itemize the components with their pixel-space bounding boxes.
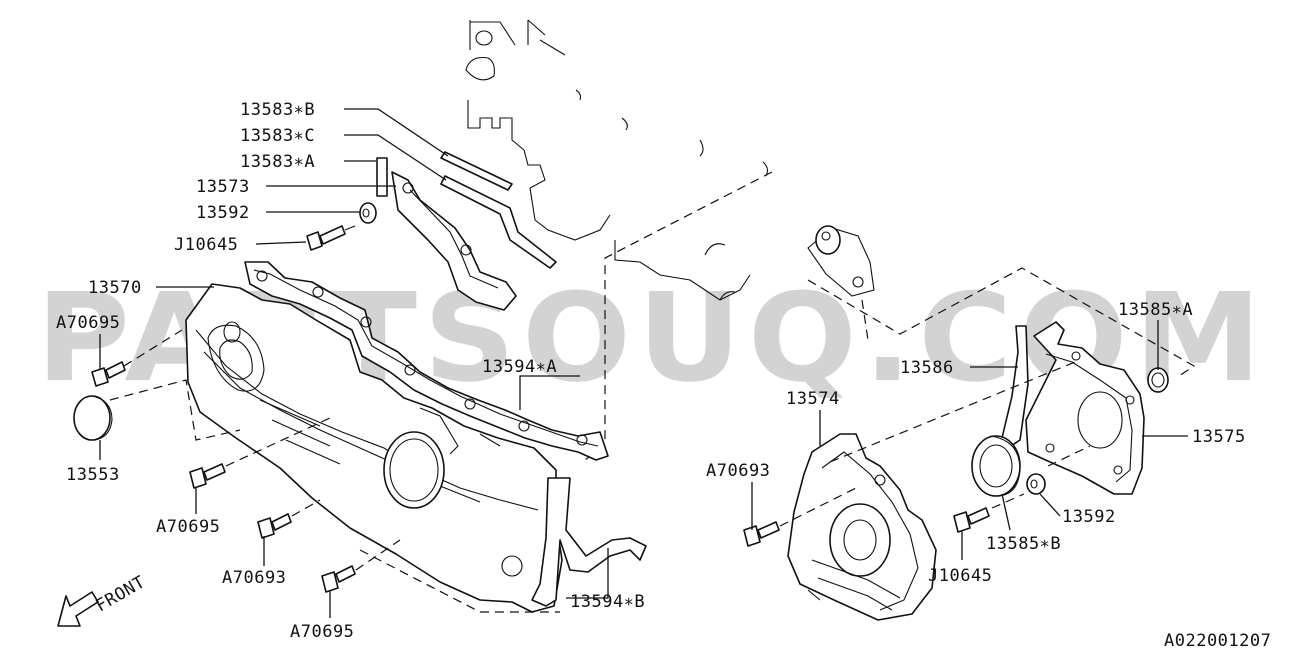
washer-13592-right — [1026, 473, 1046, 495]
leader-lines — [99, 108, 1188, 618]
label-a70693-left: A70693 — [222, 568, 286, 588]
label-13583b: 13583∗B — [240, 100, 315, 120]
bolt-j10645-left — [306, 225, 356, 251]
bolt-a70693-right — [743, 521, 780, 547]
gasket-13594a — [244, 261, 609, 461]
label-j10645-right: J10645 — [928, 566, 992, 586]
label-13594b: 13594∗B — [570, 592, 645, 612]
label-13586: 13586 — [900, 358, 954, 378]
bolt-j10645-right — [953, 507, 990, 533]
label-j10645-left: J10645 — [174, 235, 238, 255]
label-a70693-right: A70693 — [706, 461, 770, 481]
label-13592-right: 13592 — [1062, 507, 1116, 527]
assembly-line-engine — [584, 171, 773, 461]
gasket-13594b — [531, 477, 647, 607]
label-13594a: 13594∗A — [482, 357, 557, 377]
diagram-id: A022001207 — [1164, 631, 1271, 651]
label-13583a: 13583∗A — [240, 152, 315, 172]
tensioner-pulley — [807, 225, 875, 297]
engine-block-outline — [465, 19, 769, 301]
assembly-line-right-2 — [779, 359, 1091, 527]
seal-13585a — [1147, 367, 1169, 393]
label-a70695-top: A70695 — [56, 313, 120, 333]
assembly-line-right — [807, 267, 1196, 379]
label-13570: 13570 — [88, 278, 142, 298]
washer-13592-left — [359, 202, 377, 224]
gasket-strip-13583c — [440, 175, 557, 269]
front-label: FRONT — [93, 572, 149, 616]
label-13585b: 13585∗B — [986, 534, 1061, 554]
belt-cover-13574 — [787, 433, 937, 621]
label-a70695-bottom: A70695 — [290, 622, 354, 642]
callout-labels: 13583∗B 13583∗C 13583∗A 13573 13592 J106… — [56, 100, 1271, 651]
label-a70695-mid: A70695 — [156, 517, 220, 537]
bolt-a70693-left — [257, 513, 292, 539]
label-13573: 13573 — [196, 177, 250, 197]
belt-cover-13573 — [391, 171, 517, 311]
front-arrow-icon — [57, 591, 99, 627]
gasket-strip-13583a — [376, 157, 388, 197]
bolt-a70695-bottom — [321, 565, 356, 593]
label-13583c: 13583∗C — [240, 126, 315, 146]
assembly-line-left — [109, 329, 560, 613]
belt-cover-13575 — [1025, 321, 1145, 495]
label-13592-left: 13592 — [196, 203, 250, 223]
label-13553: 13553 — [66, 465, 120, 485]
label-13585a: 13585∗A — [1118, 300, 1193, 320]
bolt-a70695-mid — [189, 463, 226, 489]
belt-cover-13570 — [185, 283, 563, 613]
seal-13585b — [971, 435, 1021, 497]
plug-13553 — [73, 395, 113, 441]
gasket-strip-13583b — [440, 151, 513, 191]
label-13575: 13575 — [1192, 427, 1246, 447]
label-13574: 13574 — [786, 389, 840, 409]
